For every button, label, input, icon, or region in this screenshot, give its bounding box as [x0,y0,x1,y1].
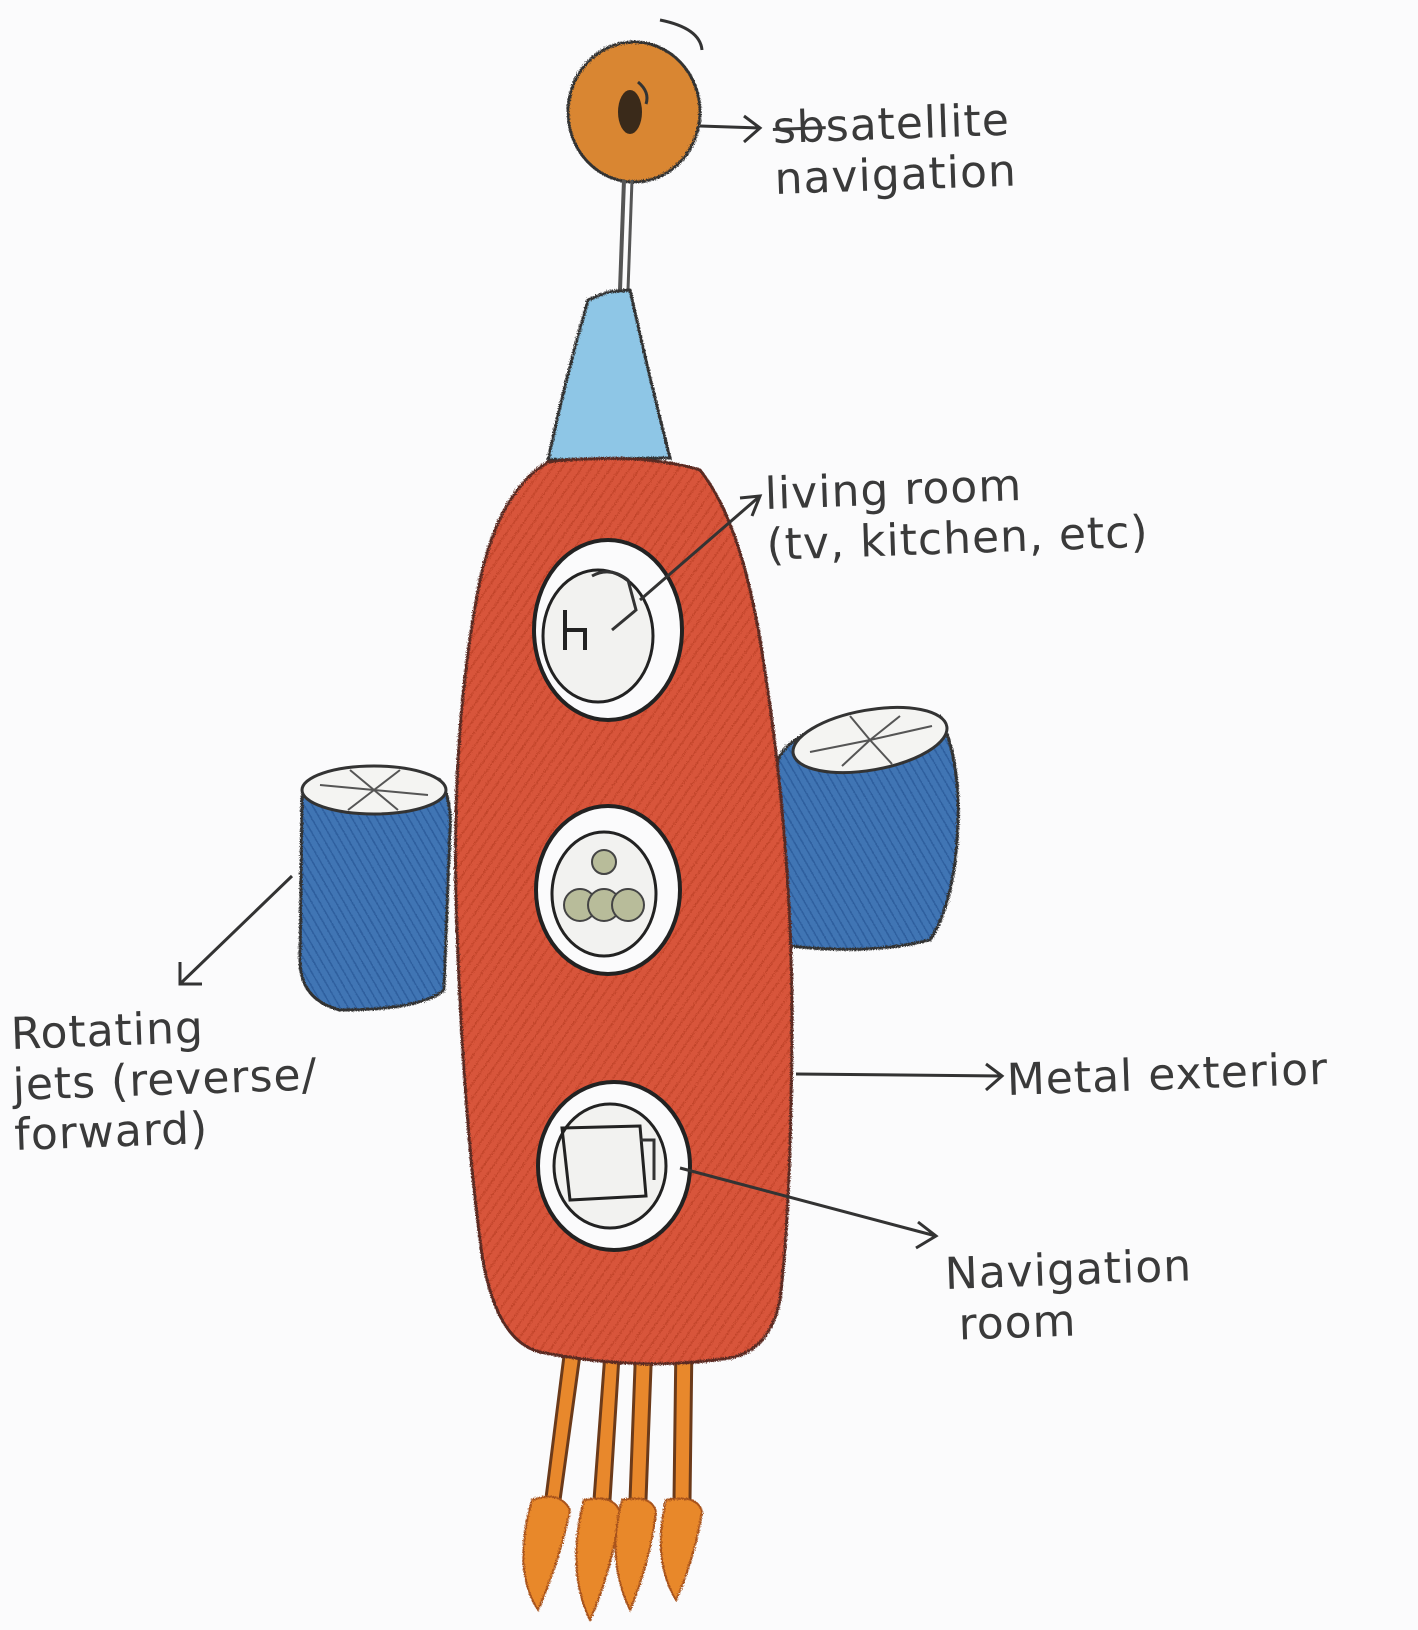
struck-text: sb [772,101,827,154]
label-text: Navigation [944,1241,1193,1300]
left-rotating-jet [300,766,450,1010]
label-rotating-jets: Rotating jets (reverse/ forward) [10,999,320,1161]
arrow-satellite [700,116,760,142]
label-text: satellite [825,95,1011,152]
label-satellite-navigation: sbsatellite navigation [772,96,1018,206]
nose-cone [548,290,670,460]
label-navigation-room: Navigation room [944,1241,1195,1351]
porthole-living-room [534,540,682,720]
label-text: navigation [774,146,1018,205]
porthole-navigation-room [538,1082,690,1250]
engine-thrusters [523,1340,702,1620]
right-rotating-jet [772,697,958,949]
arrow-metal-exterior [796,1064,1002,1090]
arrow-rotating-jets [180,876,292,984]
satellite-dish [568,20,702,290]
porthole-middle [536,806,680,974]
label-living-room: living room (tv, kitchen, etc) [764,457,1149,571]
label-text: forward) [14,1100,320,1161]
label-text: room [946,1292,1195,1351]
